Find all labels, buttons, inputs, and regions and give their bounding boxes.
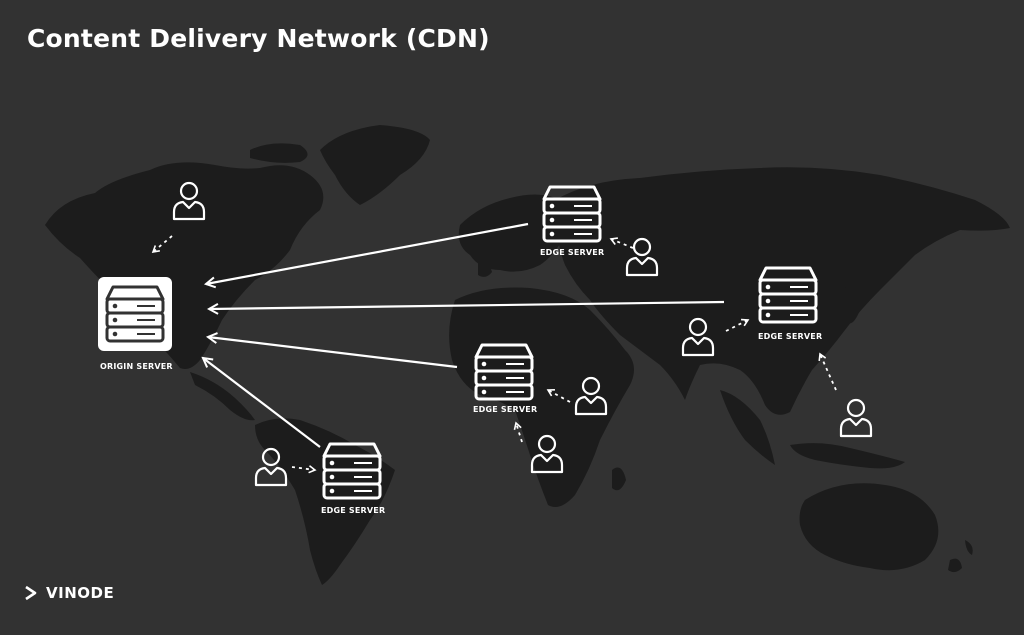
brand-name: VINODE bbox=[46, 584, 115, 602]
arrow-edge-africa-to-origin bbox=[208, 337, 458, 369]
user-request-arrows bbox=[151, 235, 837, 474]
edge-server-ne-label: EDGE SERVER bbox=[540, 248, 605, 257]
edge-server-sa-label: EDGE SERVER bbox=[321, 506, 386, 515]
world-map bbox=[45, 125, 1010, 585]
page-title: Content Delivery Network (CDN) bbox=[27, 24, 490, 53]
user-icon-oceania bbox=[839, 398, 873, 438]
request-arrow-africa-south bbox=[513, 421, 523, 443]
arrow-edge-ne-to-origin bbox=[206, 222, 529, 284]
brand-logo: VINODE bbox=[24, 584, 114, 602]
origin-server bbox=[98, 277, 172, 351]
chevron-right-icon bbox=[25, 585, 37, 601]
request-arrow-oceania bbox=[818, 352, 837, 391]
arrow-edge-sa-to-origin bbox=[203, 358, 321, 448]
replication-arrows bbox=[203, 222, 725, 448]
origin-server-label: ORIGIN SERVER bbox=[100, 362, 173, 371]
arrow-edge-asia-to-origin bbox=[209, 300, 725, 309]
edge-server-africa-label: EDGE SERVER bbox=[473, 405, 538, 414]
edge-server-asia-label: EDGE SERVER bbox=[758, 332, 823, 341]
